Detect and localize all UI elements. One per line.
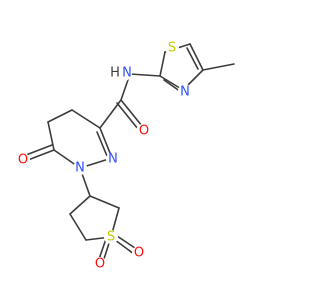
atom-sulfone-oxygen-2: O: [132, 246, 146, 261]
atom-amide-nitrogen: N H: [110, 65, 132, 81]
bond-s1-c2: [159, 51, 166, 77]
bond-c4-c5: [189, 43, 204, 71]
atom-amide-oxygen: O: [136, 124, 150, 139]
atom-ring-nitrogen-a: N: [106, 152, 120, 167]
atom-sulfone-oxygen-1: O: [93, 257, 107, 272]
bond-carbonyl-c3: [99, 99, 122, 129]
atom-labels: N H O S N N N: [16, 41, 192, 272]
label-backdrop: [106, 152, 120, 166]
bond-c3prime-c4prime: [69, 195, 91, 215]
bond-c4-methyl: [202, 63, 235, 71]
atom-ring-nitrogen-b: N: [73, 161, 87, 176]
molecule-canvas: N H O S N N N: [0, 0, 300, 300]
bond-c6-o-double: [25, 144, 53, 156]
bonds: [25, 43, 235, 263]
bond-carbonyl-o: [120, 99, 143, 127]
bond-c4-c5: [47, 109, 73, 123]
label-backdrop: [178, 84, 192, 98]
label-backdrop: [165, 41, 179, 55]
label-backdrop: [93, 257, 107, 271]
label-backdrop: [116, 65, 132, 81]
bond-carbonyl-o-double: [116, 102, 139, 130]
amide-oxygen-label: O: [139, 124, 149, 139]
bond-c4prime-c5prime: [69, 213, 87, 241]
atom-sulfone-sulfur: S: [104, 230, 118, 245]
thiazole-sulfur-label: S: [168, 41, 176, 56]
bond-n2-c3-double: [96, 131, 108, 157]
label-backdrop: [132, 246, 146, 260]
bond-c2prime-c3prime: [89, 195, 120, 209]
bond-s-o2-double: [113, 233, 139, 251]
background: [0, 0, 300, 300]
label-backdrop: [136, 124, 150, 138]
bond-c3-c4: [71, 109, 101, 129]
ketone-oxygen-label: O: [18, 153, 28, 168]
thiazole-nitrogen-label: N: [180, 85, 190, 100]
sulfone-oxygen-1-label: O: [95, 257, 105, 272]
atom-ketone-oxygen: O: [16, 153, 30, 168]
amide-nitrogen-label: N: [122, 66, 132, 81]
bond-c5-c6: [47, 121, 55, 151]
label-backdrop: [16, 153, 30, 167]
bond-c4-c5-double: [186, 47, 199, 70]
atom-thiazole-sulfur: S: [165, 41, 179, 56]
label-backdrop: [73, 161, 87, 175]
bond-c2-nh: [129, 73, 161, 77]
atom-thiazole-nitrogen: N: [178, 84, 192, 100]
ring-nitrogen-b-label: N: [75, 161, 85, 176]
bond-c6-o: [27, 149, 55, 161]
sulfone-oxygen-2-label: O: [134, 246, 144, 261]
sulfone-sulfur-label: S: [107, 230, 115, 245]
amide-hydrogen-label: H: [110, 66, 120, 81]
ring-nitrogen-a-label: N: [108, 152, 118, 167]
label-backdrop: [104, 230, 118, 244]
structure-diagram: N H O S N N N: [0, 0, 300, 300]
